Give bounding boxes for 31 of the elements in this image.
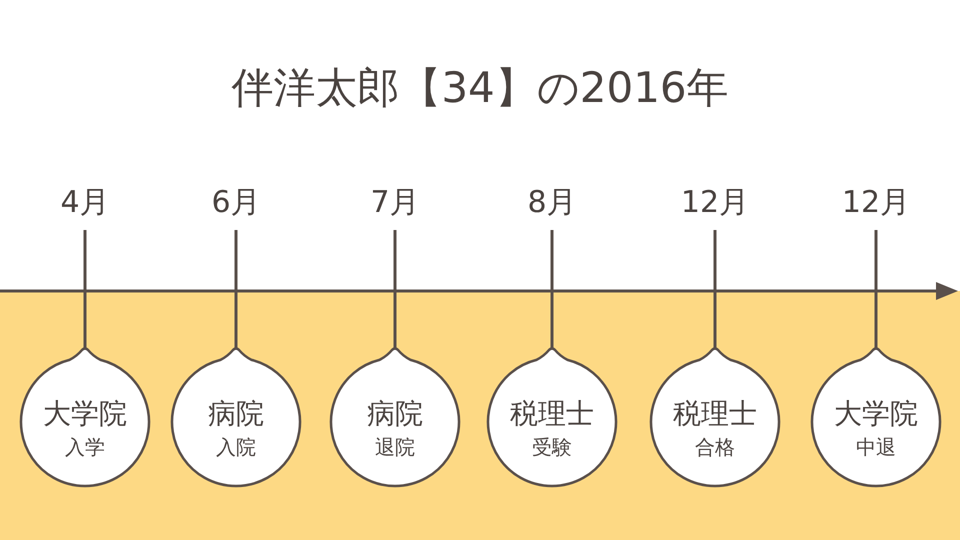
event-bubble bbox=[19, 346, 151, 488]
title: 伴洋太郎【34】の2016年 bbox=[230, 62, 730, 114]
event-title: 病院 bbox=[208, 397, 264, 430]
event-detail: 退院 bbox=[375, 435, 415, 459]
month-label: 12月 bbox=[816, 183, 936, 223]
event-detail: 中退 bbox=[856, 435, 896, 459]
tick-line bbox=[874, 230, 878, 348]
event-bubble bbox=[329, 346, 461, 488]
event-detail: 入学 bbox=[65, 435, 105, 459]
tick-line bbox=[550, 230, 554, 348]
event-detail: 受験 bbox=[532, 435, 572, 459]
event-bubble bbox=[810, 346, 942, 488]
event-title: 税理士 bbox=[673, 397, 757, 430]
event-bubble bbox=[486, 346, 618, 488]
tick-line bbox=[714, 230, 716, 348]
tick-line bbox=[394, 230, 396, 348]
month-label: 6月 bbox=[176, 183, 296, 223]
event-title: 大学院 bbox=[43, 397, 127, 430]
event-title: 大学院 bbox=[834, 397, 918, 430]
event-bubble bbox=[170, 346, 302, 488]
month-label: 7月 bbox=[335, 183, 455, 223]
event-title: 病院 bbox=[367, 397, 423, 430]
event-title: 税理士 bbox=[510, 397, 594, 430]
month-label: 12月 bbox=[655, 183, 775, 223]
event-bubble bbox=[649, 346, 781, 488]
event-detail: 合格 bbox=[695, 435, 735, 459]
tick-line bbox=[234, 230, 238, 348]
month-label: 4月 bbox=[25, 183, 145, 223]
month-label: 8月 bbox=[492, 183, 612, 223]
event-detail: 入院 bbox=[216, 435, 256, 459]
tick-line bbox=[84, 230, 86, 348]
